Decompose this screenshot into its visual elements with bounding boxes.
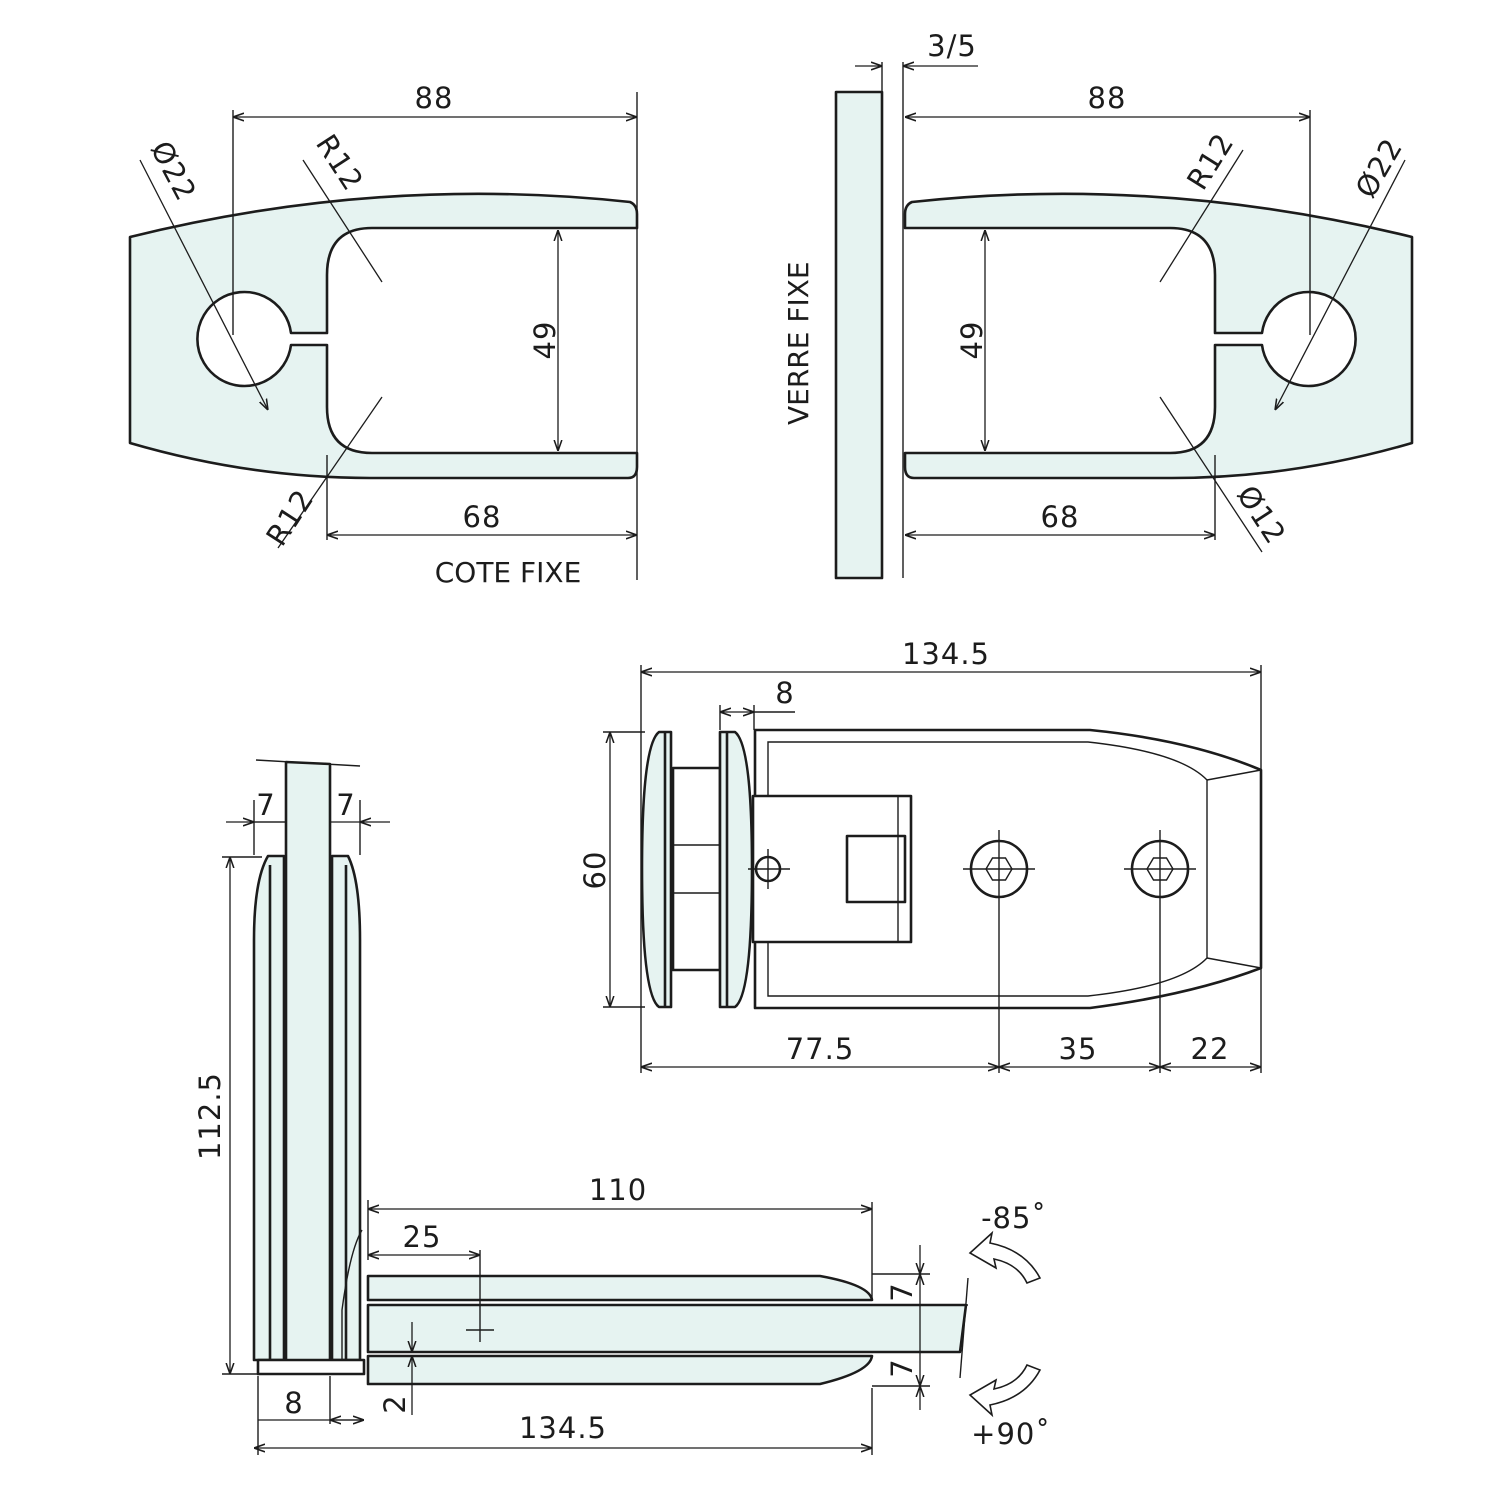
dim-total-134-5: 134.5 xyxy=(519,1411,607,1445)
clamp-body-right xyxy=(903,192,1414,480)
dim-base-8: 8 xyxy=(284,1386,303,1420)
dim-slot-49-right: 49 xyxy=(955,321,989,360)
dim-radius-bottom: R12 xyxy=(259,483,320,552)
hex-bolt-2 xyxy=(1124,830,1196,1073)
dim-35: 35 xyxy=(1059,1032,1098,1066)
dim-77-5: 77.5 xyxy=(786,1032,855,1066)
dim-length-134-5: 134.5 xyxy=(902,637,990,671)
top-pad xyxy=(366,1274,874,1302)
fixed-glass xyxy=(834,90,884,580)
dim-slot-49: 49 xyxy=(528,321,562,360)
dim-width-88: 88 xyxy=(415,81,454,115)
top-right-plan-view: 3/5 VERRE FIXE 88 R12 Ø22 Ø12 49 68 xyxy=(782,29,1414,580)
clamp-body-left xyxy=(128,192,639,480)
horizontal-glass xyxy=(366,1303,968,1354)
dim-height-112-5: 112.5 xyxy=(193,1072,227,1160)
dim-depth-68: 68 xyxy=(463,500,502,534)
dim-gap-2: 2 xyxy=(378,1394,412,1413)
dim-width-88-right: 88 xyxy=(1088,81,1127,115)
dim-axis-25: 25 xyxy=(403,1220,442,1254)
close-rotation-arrow xyxy=(968,1363,1042,1418)
dim-height-60: 60 xyxy=(578,851,612,890)
dim-small-diameter: Ø12 xyxy=(1230,479,1293,550)
dim-hole-diameter: Ø22 xyxy=(144,135,203,206)
hex-bolt-1 xyxy=(963,830,1035,1073)
inner-pad xyxy=(718,730,754,1009)
front-view: 134.5 8 60 xyxy=(578,637,1263,1073)
dim-depth-68-right: 68 xyxy=(1041,500,1080,534)
dim-radius-top: R12 xyxy=(309,128,370,197)
vertical-glass xyxy=(284,760,332,1367)
dim-radius-right: R12 xyxy=(1180,127,1241,196)
dim-reach-110: 110 xyxy=(589,1173,647,1207)
dim-top-pad-7: 7 xyxy=(885,1282,919,1301)
bottom-pad xyxy=(366,1354,874,1386)
dim-left-pad-7: 7 xyxy=(256,788,275,822)
verre-fixe-label: VERRE FIXE xyxy=(782,261,815,425)
side-view: 7 7 112.5 110 25 7 7 xyxy=(193,759,1051,1455)
dim-plate-8: 8 xyxy=(775,676,794,710)
angle-close: +90˚ xyxy=(971,1417,1051,1451)
cote-fixe-label: COTE FIXE xyxy=(435,556,582,589)
outer-pad xyxy=(640,730,673,1009)
dim-gap-3-5: 3/5 xyxy=(927,29,977,63)
dim-bottom-pad-7: 7 xyxy=(885,1358,919,1377)
dim-22: 22 xyxy=(1191,1032,1230,1066)
spindle xyxy=(671,766,722,972)
top-left-plan-view: 88 Ø22 R12 R12 49 68 COTE FIXE xyxy=(128,81,639,589)
dim-right-pad-7: 7 xyxy=(336,788,355,822)
open-rotation-arrow xyxy=(968,1230,1042,1285)
angle-open: -85˚ xyxy=(981,1201,1047,1235)
